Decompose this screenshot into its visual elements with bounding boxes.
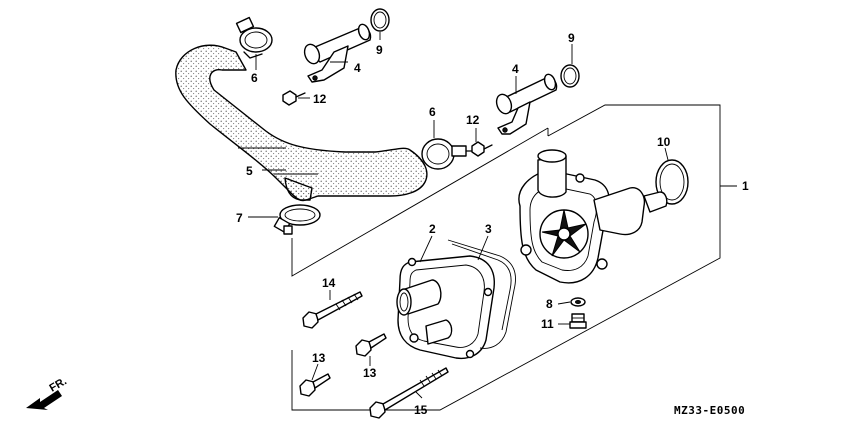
callout-12-upper: 12	[313, 92, 327, 106]
direction-label: FR.	[48, 375, 69, 394]
callout-1: 1	[742, 179, 749, 193]
o-ring-upper	[370, 8, 390, 32]
front-arrow-icon	[26, 390, 62, 410]
bolt-13-lower	[299, 373, 331, 397]
callout-labels: 1 2 3 4 4 5 6 6 7 8 9 9 10 11 12 12 13 1…	[236, 31, 749, 417]
bolt-13-upper	[355, 333, 387, 357]
callout-12-middle: 12	[466, 113, 480, 127]
callout-8: 8	[546, 297, 553, 311]
hose-clamp-upper	[235, 16, 273, 59]
callout-14: 14	[322, 276, 336, 290]
water-pipe-middle	[495, 73, 558, 135]
water-pump-body	[518, 149, 668, 284]
callout-6-middle: 6	[429, 105, 436, 119]
callout-13-upper: 13	[363, 366, 377, 380]
sealing-washer	[570, 297, 586, 307]
callout-11: 11	[541, 317, 554, 331]
water-pipe-upper	[303, 23, 372, 83]
callout-3: 3	[485, 222, 492, 236]
leader-lines	[248, 32, 669, 399]
callout-5: 5	[246, 164, 253, 178]
bolt-upper	[282, 90, 306, 106]
water-hose	[175, 44, 428, 202]
bolt-15	[369, 367, 449, 419]
diagram-code: MZ33-E0500	[674, 404, 745, 417]
callout-15: 15	[414, 403, 428, 417]
hose-clamp-lower	[273, 204, 321, 235]
callout-6-upper: 6	[251, 71, 258, 85]
callout-4-upper: 4	[354, 61, 361, 75]
bolt-middle	[471, 141, 493, 157]
assembly-outline	[291, 104, 737, 411]
drain-bolt	[569, 313, 587, 329]
callout-9-middle: 9	[568, 31, 575, 45]
callout-13-lower: 13	[312, 351, 326, 365]
callout-7: 7	[236, 211, 243, 225]
o-ring-middle	[560, 64, 580, 88]
cover-gasket	[447, 239, 516, 349]
hose-clamp-middle	[421, 138, 475, 170]
callout-2: 2	[429, 222, 436, 236]
front-direction-indicator: FR.	[26, 375, 69, 410]
callout-4-middle: 4	[512, 62, 519, 76]
water-pump-cover	[396, 255, 495, 360]
callout-9-upper: 9	[376, 43, 383, 57]
bolt-14	[302, 291, 363, 329]
callout-10: 10	[657, 135, 671, 149]
